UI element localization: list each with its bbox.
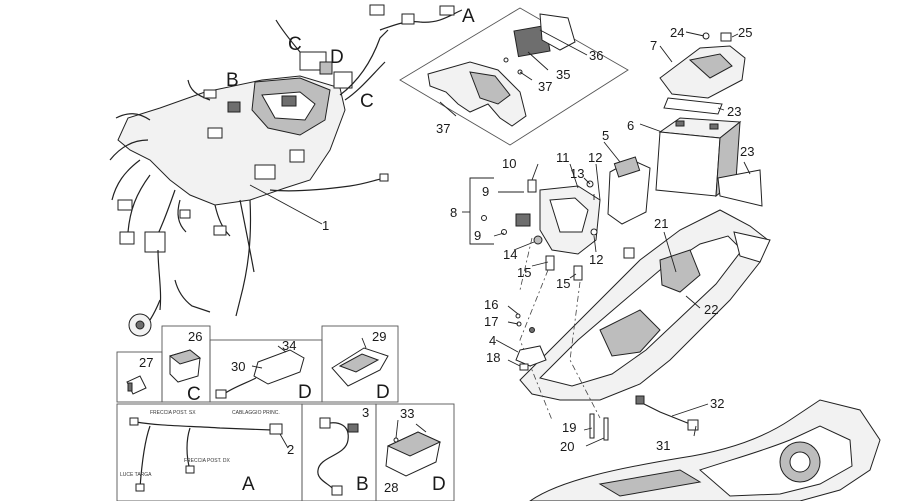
engine-and-sensor [529, 395, 881, 501]
callout-12-lower: 12 [589, 252, 603, 267]
connector-letters: A B C D C C D D A B D [187, 6, 475, 495]
callout-25: 25 [738, 25, 752, 40]
callout-9-upper: 9 [482, 184, 489, 199]
callout-37-upper: 37 [538, 79, 552, 94]
callout-34: 34 [282, 338, 296, 353]
callout-16: 16 [484, 297, 498, 312]
letter-d-box-30: D [298, 382, 312, 403]
callout-24: 24 [670, 25, 684, 40]
ecu-bracket-assembly [462, 141, 651, 281]
callout-23-upper: 23 [727, 104, 741, 119]
callout-28: 28 [384, 480, 398, 495]
callout-10: 10 [502, 156, 516, 171]
callout-21: 21 [654, 216, 668, 231]
battery-group [639, 31, 763, 207]
callout-15-left: 15 [517, 265, 531, 280]
rear-frame-undertray [495, 209, 771, 447]
callout-7: 7 [650, 38, 657, 53]
callout-22: 22 [704, 302, 718, 317]
callout-5: 5 [602, 128, 609, 143]
label-luce-targa: LUCE TARGA [120, 472, 152, 478]
box-module-28 [375, 403, 455, 501]
letter-a-box: A [242, 474, 255, 495]
letter-b-box: B [356, 474, 369, 495]
callout-13: 13 [570, 166, 584, 181]
letter-d-top: D [330, 47, 344, 68]
callout-2: 2 [287, 442, 294, 457]
callout-35: 35 [556, 67, 570, 82]
callout-37-lower: 37 [436, 121, 450, 136]
letter-c-top-left: C [288, 34, 302, 55]
callout-15-right: 15 [556, 276, 570, 291]
callout-19: 19 [562, 420, 576, 435]
letter-d-box-29: D [376, 382, 390, 403]
callout-numbers: 1 2 3 4 5 6 7 8 9 9 10 11 12 12 13 14 15… [139, 25, 754, 495]
callout-23-lower: 23 [740, 144, 754, 159]
callout-11: 11 [556, 150, 570, 165]
letter-a-top: A [462, 6, 475, 27]
callout-18: 18 [486, 350, 500, 365]
callout-32: 32 [710, 396, 724, 411]
callout-26: 26 [188, 329, 202, 344]
callout-3: 3 [362, 405, 369, 420]
callout-1: 1 [322, 218, 329, 233]
letter-c-box: C [187, 384, 201, 405]
main-wiring-harness [109, 4, 463, 337]
callout-6: 6 [627, 118, 634, 133]
letter-b-top: B [226, 70, 239, 91]
callout-20: 20 [560, 439, 574, 454]
callout-8: 8 [450, 205, 457, 220]
callout-30: 30 [231, 359, 245, 374]
letter-c-top-right: C [360, 91, 374, 112]
label-freccia-post-sx: FRECCIA POST. SX [150, 410, 196, 416]
label-cablaggio-princ: CABLAGGIO PRINC. [232, 410, 280, 416]
callout-4: 4 [489, 333, 496, 348]
label-freccia-post-dx: FRECCIA POST. DX [184, 458, 231, 464]
callout-9-lower: 9 [474, 228, 481, 243]
callout-14: 14 [503, 247, 517, 262]
callout-27: 27 [139, 355, 153, 370]
callout-33: 33 [400, 406, 414, 421]
box-module-29 [321, 325, 399, 403]
box-relay-26 [161, 325, 211, 403]
callout-17: 17 [484, 314, 498, 329]
box-fuse-27 [116, 351, 163, 403]
callout-36: 36 [589, 48, 603, 63]
callout-12-upper: 12 [588, 150, 602, 165]
box-rear-harness-2: FRECCIA POST. SX CABLAGGIO PRINC. LUCE T… [116, 403, 303, 501]
ecu-bracket-panel [399, 7, 629, 146]
callout-29: 29 [372, 329, 386, 344]
letter-d-box-28: D [432, 474, 446, 495]
callout-31: 31 [656, 438, 670, 453]
